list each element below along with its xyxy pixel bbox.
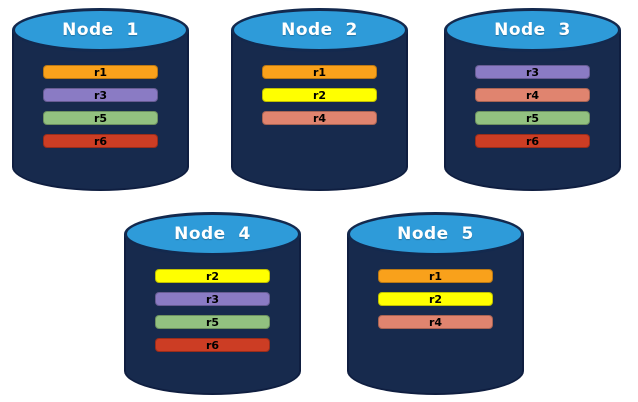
node-1-cylinder-top: Node 1 [12,8,189,52]
node-5-title: Node 5 [397,224,474,244]
node-2-title: Node 2 [281,20,358,40]
node-2-cylinder: Node 2 r1 r2 r4 [231,8,408,191]
replica-bar: r6 [155,338,270,352]
replica-bar: r5 [475,111,590,125]
node-2-cylinder-top: Node 2 [231,8,408,52]
replica-bar: r6 [475,134,590,148]
replica-bar: r4 [378,315,493,329]
replica-bar: r4 [475,88,590,102]
node-4-cylinder-body [124,234,301,395]
node-2-replica-list: r1 r2 r4 [231,65,408,125]
node-1-cylinder: Node 1 r1 r3 r5 r6 [12,8,189,191]
replica-bar: r1 [43,65,158,79]
replica-bar: r4 [262,111,377,125]
node-1-replica-list: r1 r3 r5 r6 [12,65,189,148]
node-3-replica-list: r3 r4 r5 r6 [444,65,621,148]
node-3-cylinder-top: Node 3 [444,8,621,52]
replica-bar: r3 [155,292,270,306]
replica-bar: r1 [378,269,493,283]
replica-bar: r1 [262,65,377,79]
node-1-title: Node 1 [62,20,139,40]
replica-bar: r5 [43,111,158,125]
node-5-cylinder: Node 5 r1 r2 r4 [347,212,524,395]
replica-bar: r2 [262,88,377,102]
node-4-cylinder-top: Node 4 [124,212,301,256]
node-4-cylinder: Node 4 r2 r3 r5 r6 [124,212,301,395]
replica-bar: r2 [155,269,270,283]
node-3-title: Node 3 [494,20,571,40]
replica-bar: r2 [378,292,493,306]
replica-bar: r6 [43,134,158,148]
node-1-cylinder-body [12,30,189,191]
node-3-cylinder-body [444,30,621,191]
replica-bar: r3 [475,65,590,79]
node-5-replica-list: r1 r2 r4 [347,269,524,329]
node-3-cylinder: Node 3 r3 r4 r5 r6 [444,8,621,191]
node-4-title: Node 4 [174,224,251,244]
replica-bar: r5 [155,315,270,329]
replica-bar: r3 [43,88,158,102]
node-4-replica-list: r2 r3 r5 r6 [124,269,301,352]
node-2-cylinder-body [231,30,408,191]
node-5-cylinder-top: Node 5 [347,212,524,256]
node-5-cylinder-body [347,234,524,395]
